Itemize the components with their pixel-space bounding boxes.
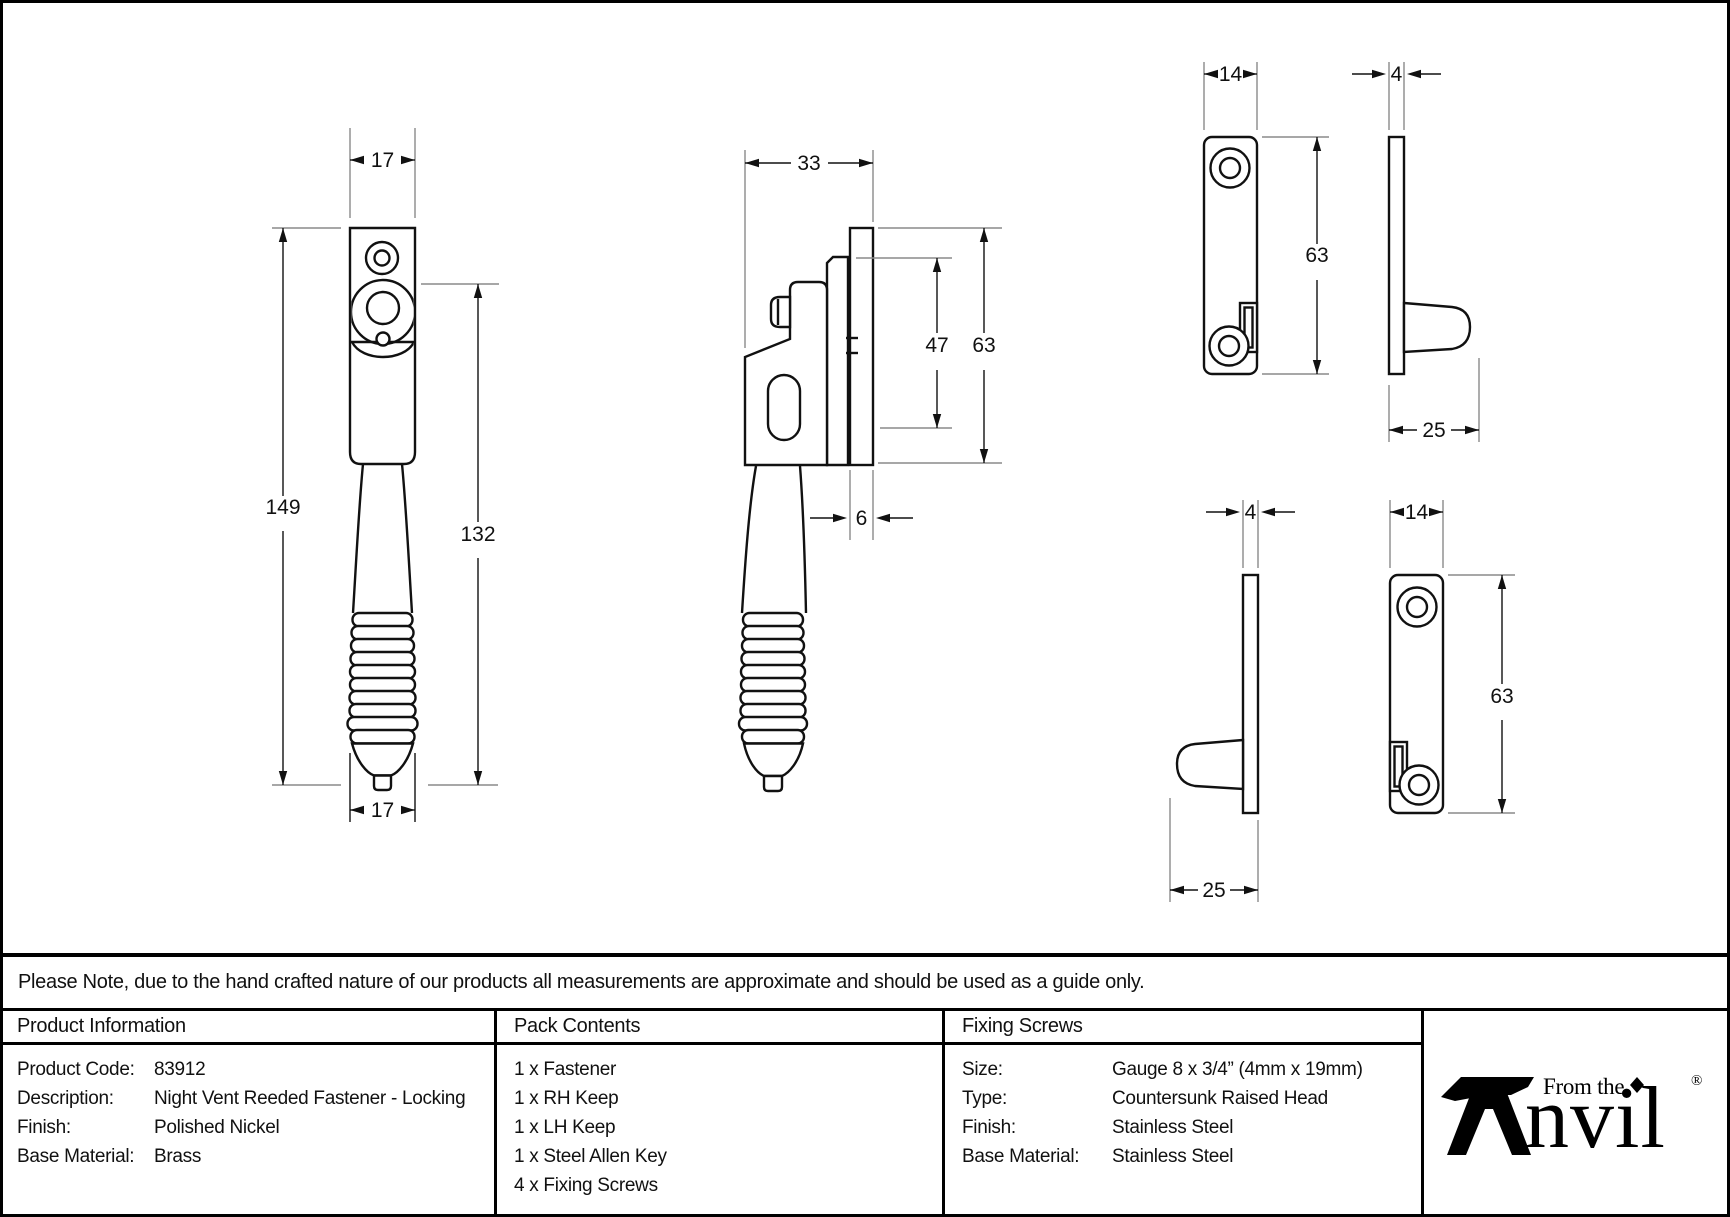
- fixing-screws-row: Finish: Stainless Steel: [962, 1113, 1404, 1142]
- dim-label-plate-thickness: 6: [856, 507, 868, 530]
- from-the-anvil-logo: From the nvil ®: [1441, 1070, 1702, 1161]
- fastener-front-dimensions: 17 149 132 17: [265, 128, 499, 822]
- pack-item-text: 1 x Fastener: [514, 1058, 617, 1080]
- dim-label-keep-rh-projection: 25: [1422, 419, 1445, 442]
- pack-item-text: 4 x Fixing Screws: [514, 1174, 658, 1196]
- field-value: 83912: [154, 1058, 206, 1080]
- keep-lh-side-dimensions: 4 25: [1169, 500, 1295, 902]
- field-value: Countersunk Raised Head: [1112, 1087, 1328, 1109]
- keep-lh-front-dimensions: 14 63: [1389, 500, 1515, 814]
- keep-lh-front-view: [1388, 573, 1445, 815]
- product-information-body: Product Code: 83912 Description: Night V…: [0, 1045, 494, 1217]
- field-label: Type:: [962, 1087, 1007, 1109]
- pack-contents-header: Pack Contents: [497, 1011, 942, 1045]
- dim-label-front-bottom-width: 17: [371, 799, 394, 822]
- product-information-header: Product Information: [0, 1011, 494, 1045]
- field-label: Finish:: [962, 1116, 1016, 1138]
- registered-mark: ®: [1691, 1073, 1702, 1089]
- field-label: Base Material:: [17, 1145, 135, 1167]
- field-value: Stainless Steel: [1112, 1116, 1234, 1138]
- dim-label-keep-lh-height: 63: [1490, 685, 1513, 708]
- field-value: Stainless Steel: [1112, 1145, 1234, 1167]
- pack-item: 4 x Fixing Screws: [514, 1171, 925, 1200]
- diamond-icon: [1630, 1077, 1644, 1093]
- anvil-icon: [1441, 1077, 1534, 1155]
- keep-rh-side-dimensions: 4 25: [1352, 62, 1480, 442]
- pack-contents-column: Pack Contents 1 x Fastener 1 x RH Keep: [497, 1011, 945, 1217]
- spec-table: Please Note, due to the hand crafted nat…: [0, 953, 1730, 1217]
- dim-label-front-overall-height: 149: [265, 496, 300, 519]
- dim-label-keep-rh-width: 14: [1219, 63, 1243, 86]
- fixing-screws-body: Size: Gauge 8 x 3/4” (4mm x 19mm) Type: …: [945, 1045, 1421, 1217]
- logo-brand: nvil: [1525, 1070, 1666, 1161]
- fastener-side-view: [737, 226, 875, 793]
- logo-prefix: From the: [1543, 1074, 1624, 1099]
- product-info-row: Finish: Polished Nickel: [17, 1113, 477, 1142]
- pack-item: 1 x LH Keep: [514, 1113, 925, 1142]
- keep-lh-side-view: [1175, 573, 1260, 815]
- pack-item: 1 x Fastener: [514, 1055, 925, 1084]
- reeded-grip-side: [737, 611, 809, 745]
- dim-label-keep-lh-width: 14: [1405, 501, 1429, 524]
- field-label: Size:: [962, 1058, 1003, 1080]
- product-information-column: Product Information Product Code: 83912 …: [0, 1011, 497, 1217]
- dim-label-side-inner-height: 47: [925, 334, 948, 357]
- fixing-screws-row: Type: Countersunk Raised Head: [962, 1084, 1404, 1113]
- pack-item-text: 1 x RH Keep: [514, 1087, 619, 1109]
- pack-item-text: 1 x Steel Allen Key: [514, 1145, 667, 1167]
- fastener-side-dimensions: 33 47 63 6: [744, 150, 1002, 540]
- field-label: Finish:: [17, 1116, 71, 1138]
- dim-label-keep-lh-projection: 25: [1202, 879, 1225, 902]
- field-value: Brass: [154, 1145, 202, 1167]
- fixing-screws-row: Size: Gauge 8 x 3/4” (4mm x 19mm): [962, 1055, 1404, 1084]
- pack-item-text: 1 x LH Keep: [514, 1116, 616, 1138]
- dim-label-keep-rh-thickness: 4: [1391, 63, 1403, 86]
- dim-label-front-top-width: 17: [371, 149, 394, 172]
- dim-label-keep-lh-thickness: 4: [1245, 501, 1257, 524]
- dim-label-side-width: 33: [797, 152, 820, 175]
- pack-contents-body: 1 x Fastener 1 x RH Keep 1 x LH Keep 1 x…: [497, 1045, 942, 1217]
- product-info-row: Description: Night Vent Reeded Fastener …: [17, 1084, 477, 1113]
- dim-label-front-handle-height: 132: [460, 523, 495, 546]
- fastener-front-view: [346, 226, 419, 792]
- brand-logo-cell: From the nvil ®: [1424, 1011, 1730, 1217]
- field-label: Base Material:: [962, 1145, 1080, 1167]
- product-info-row: Base Material: Brass: [17, 1142, 477, 1171]
- fixing-screws-column: Fixing Screws Size: Gauge 8 x 3/4” (4mm …: [945, 1011, 1424, 1217]
- keep-rh-front-view: [1202, 135, 1259, 376]
- field-value: Gauge 8 x 3/4” (4mm x 19mm): [1112, 1058, 1363, 1080]
- pack-item: 1 x RH Keep: [514, 1084, 925, 1113]
- field-label: Product Code:: [17, 1058, 135, 1080]
- dim-label-side-overall-height: 63: [972, 334, 995, 357]
- field-label: Description:: [17, 1087, 114, 1109]
- note-text: Please Note, due to the hand crafted nat…: [18, 971, 1145, 993]
- dim-label-keep-rh-height: 63: [1305, 244, 1328, 267]
- keep-rh-front-dimensions: 14 63: [1203, 62, 1329, 375]
- measurement-note: Please Note, due to the hand crafted nat…: [0, 957, 1730, 1011]
- keep-rh-side-view: [1387, 135, 1472, 376]
- product-info-row: Product Code: 83912: [17, 1055, 477, 1084]
- field-value: Polished Nickel: [154, 1116, 280, 1138]
- technical-drawing: 17 149 132 17: [265, 62, 1515, 902]
- field-value: Night Vent Reeded Fastener - Locking: [154, 1087, 466, 1109]
- reeded-grip-front: [346, 611, 419, 745]
- fixing-screws-row: Base Material: Stainless Steel: [962, 1142, 1404, 1171]
- fixing-screws-header: Fixing Screws: [945, 1011, 1421, 1045]
- pack-item: 1 x Steel Allen Key: [514, 1142, 925, 1171]
